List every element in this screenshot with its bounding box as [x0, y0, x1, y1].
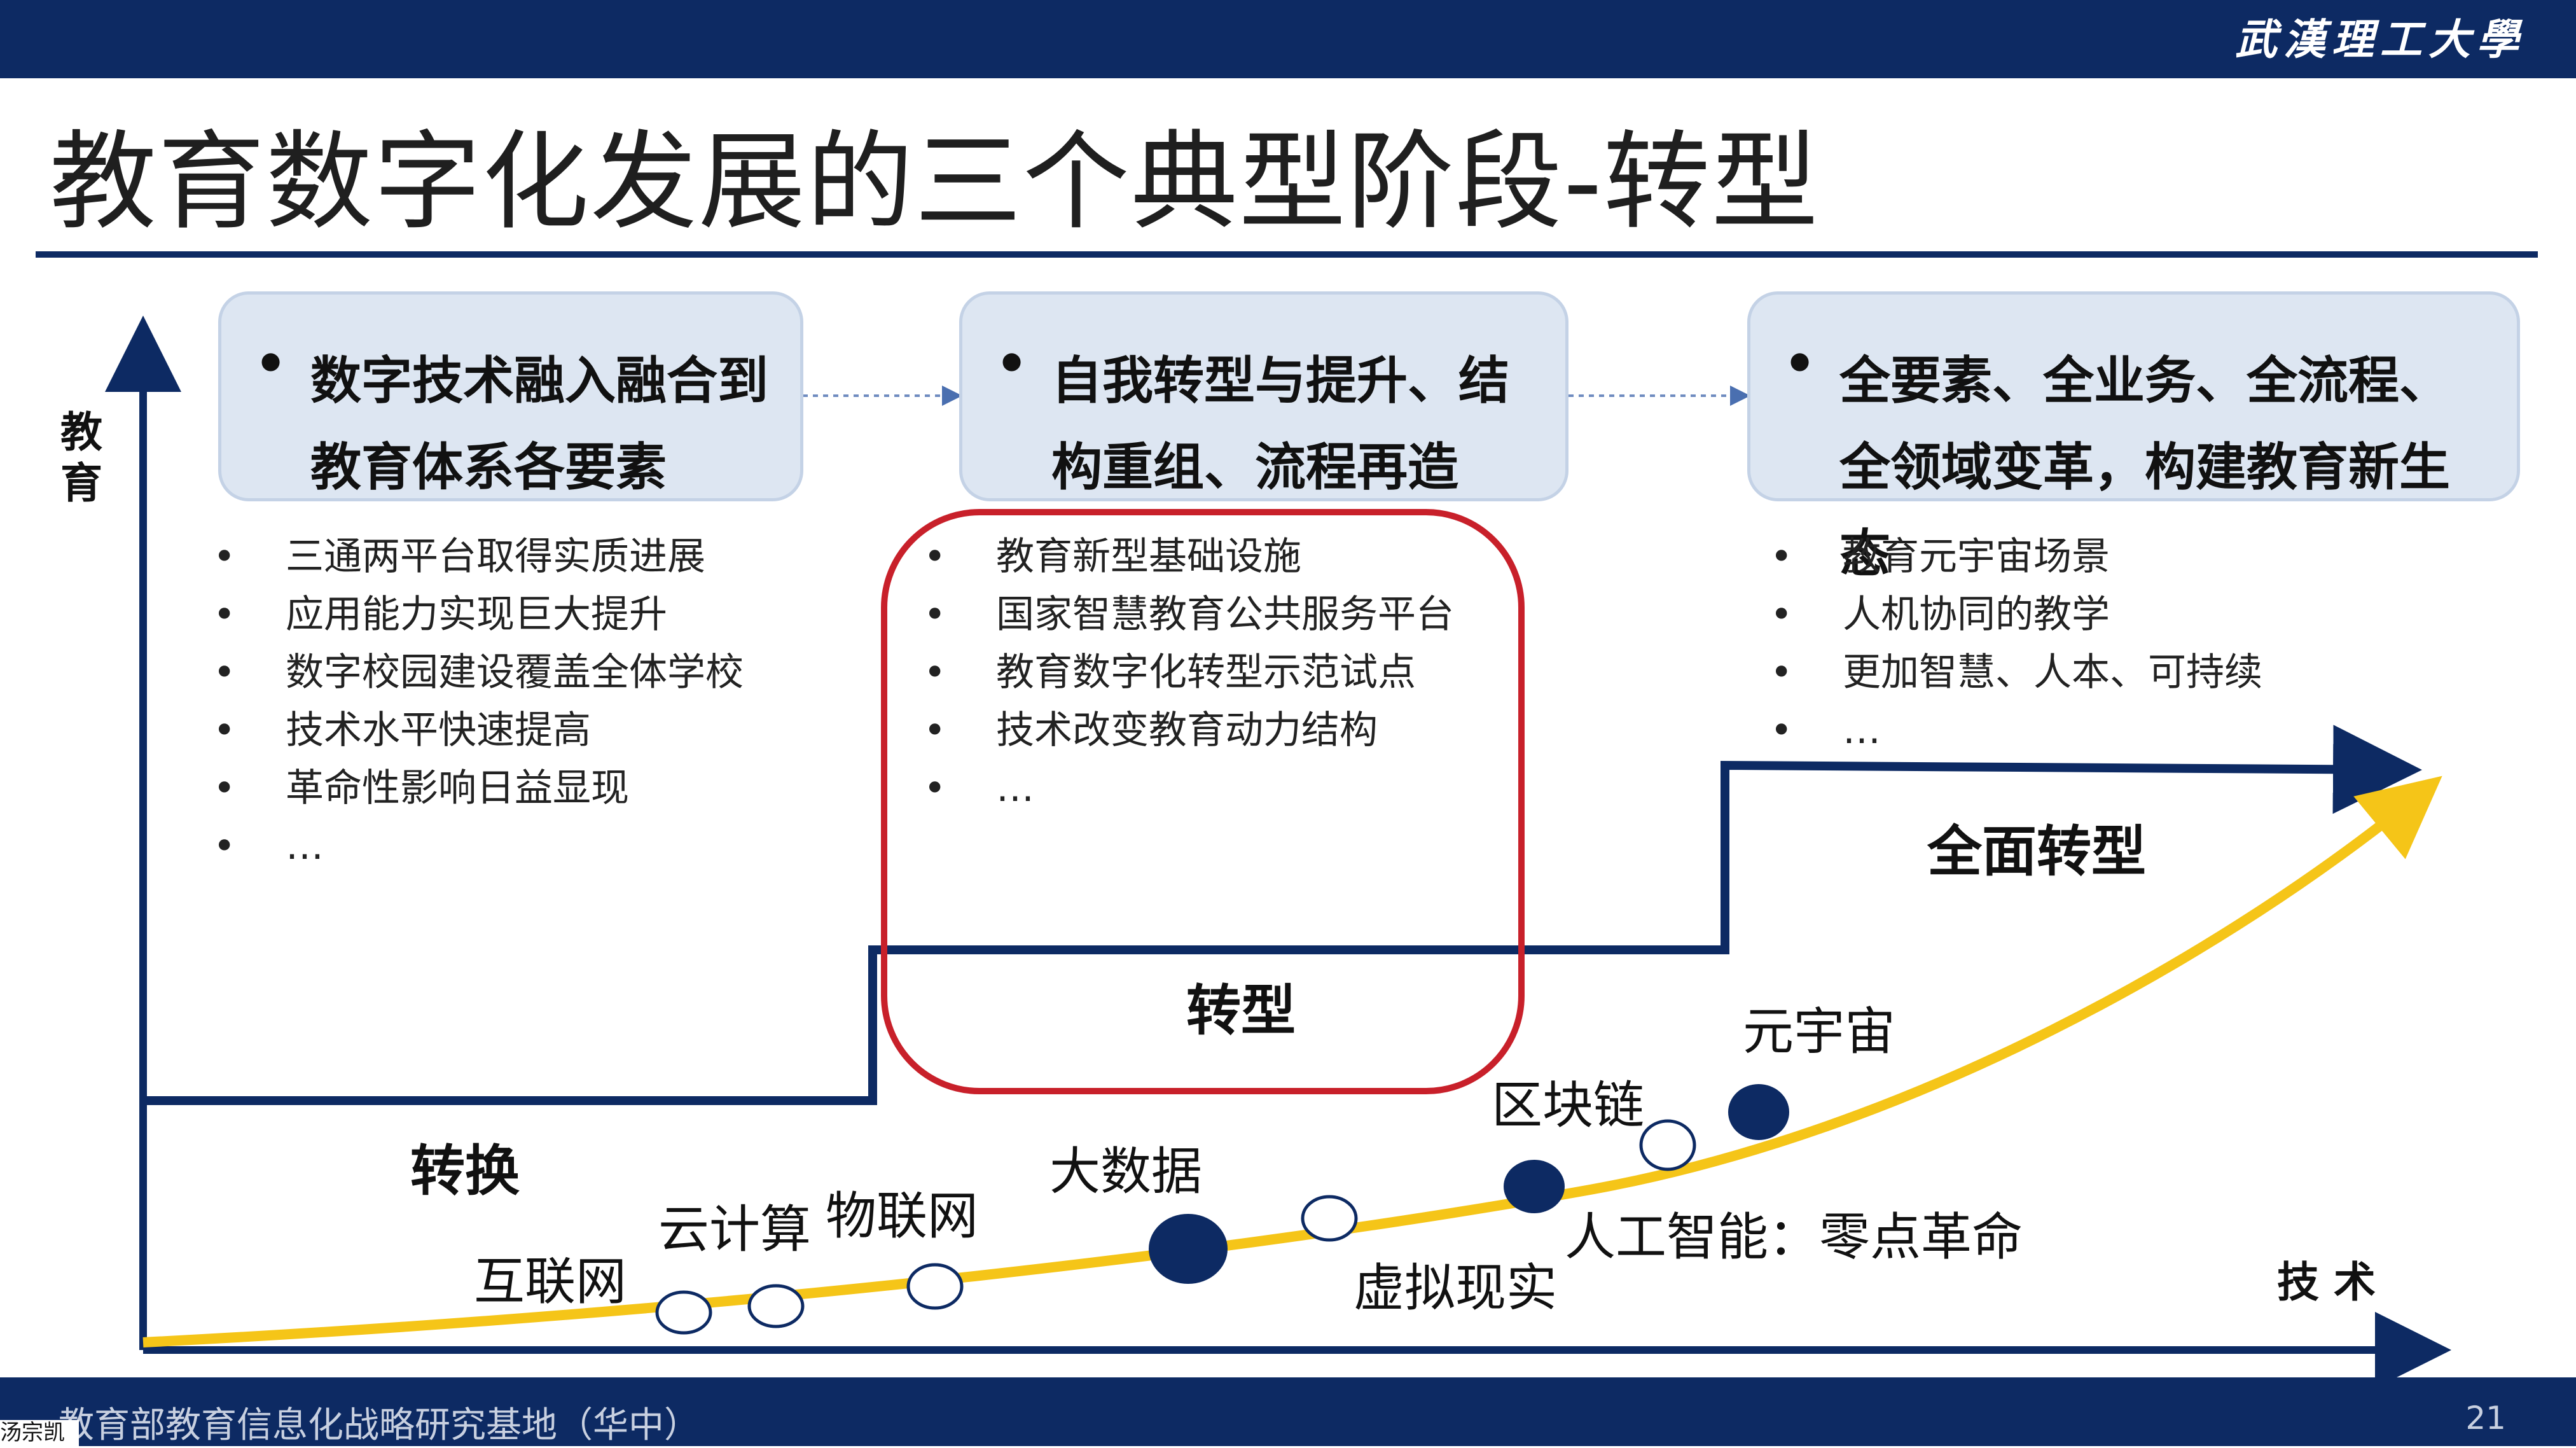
list-item-text: 人机协同的教学: [1843, 592, 2110, 637]
list-item-text: …: [996, 766, 1034, 811]
list-item: •应用能力实现巨大提升: [213, 592, 667, 637]
node-virtual-reality: [1301, 1195, 1358, 1242]
list-item-text: 革命性影响日益显现: [286, 766, 629, 811]
tech-label-cloud-computing: 云计算: [658, 1200, 811, 1259]
stage-step-line: [143, 725, 2422, 1105]
x-axis-label: 技 术: [2277, 1258, 2376, 1307]
node-blockchain: [1639, 1119, 1696, 1171]
page-number: 21: [2465, 1400, 2506, 1437]
stage-summary: 全要素、全业务、全流程、全领域变革，构建教育新生态: [1839, 351, 2450, 583]
node-internet: [655, 1290, 712, 1335]
tech-label-iot: 物联网: [826, 1187, 978, 1246]
list-item-text: 国家智慧教育公共服务平台: [996, 592, 1454, 637]
footer-bar: [0, 1377, 2576, 1446]
list-item: •人机协同的教学: [1770, 592, 2110, 637]
bullet: •: [1783, 334, 1817, 393]
tech-label-ai: 人工智能：零点革命: [1565, 1208, 2023, 1267]
list-item-text: 三通两平台取得实质进展: [286, 534, 705, 579]
tech-label-internet: 互联网: [474, 1252, 627, 1311]
node-metaverse: [1728, 1084, 1789, 1140]
list-item-text: 应用能力实现巨大提升: [286, 592, 667, 637]
stage-summary: 数字技术融入融合到教育体系各要素: [310, 351, 768, 497]
y-axis-label: 教育: [60, 408, 102, 508]
list-item: •教育数字化转型示范试点: [924, 650, 1416, 695]
stage-label-transformation: 转型: [1186, 979, 1296, 1043]
list-item: •三通两平台取得实质进展: [213, 534, 705, 579]
list-item-text: …: [1843, 708, 1881, 753]
list-item-text: …: [286, 824, 324, 868]
stage-list-full-transformation: •教育元宇宙场景 •人机协同的教学 •更加智慧、人本、可持续 •…: [1770, 528, 2262, 760]
stage-list-transformation: •教育新型基础设施 •国家智慧教育公共服务平台 •教育数字化转型示范试点 •技术…: [924, 528, 1454, 818]
node-big-data: [1149, 1214, 1228, 1284]
list-item: •…: [213, 824, 324, 868]
stage-label-conversion: 转换: [410, 1139, 520, 1203]
tech-label-virtual-reality: 虚拟现实: [1354, 1258, 1557, 1318]
list-item-text: 数字校园建设覆盖全体学校: [286, 650, 744, 695]
tech-label-blockchain: 区块链: [1492, 1076, 1644, 1135]
list-item: •技术改变教育动力结构: [924, 708, 1378, 753]
node-iot: [906, 1263, 964, 1310]
tech-label-big-data: 大数据: [1049, 1142, 1202, 1201]
list-item: •…: [1770, 708, 1881, 753]
list-item: •国家智慧教育公共服务平台: [924, 592, 1454, 637]
bullet: •: [995, 334, 1028, 393]
header-bar: 武漢理工大學: [0, 0, 2576, 78]
corner-stamp: 汤宗凯: [0, 1420, 79, 1446]
node-ai: [1504, 1160, 1565, 1213]
stage-summary: 自我转型与提升、结构重组、流程再造: [1051, 351, 1509, 497]
university-logo: 武漢理工大學: [2235, 15, 2525, 64]
stage-box-transformation: • 自我转型与提升、结构重组、流程再造: [959, 291, 1568, 501]
stage-box-full-transformation: • 全要素、全业务、全流程、全领域变革，构建教育新生态: [1747, 291, 2520, 583]
list-item-text: 技术水平快速提高: [286, 708, 591, 753]
bullet: •: [254, 334, 287, 393]
list-item: •更加智慧、人本、可持续: [1770, 650, 2262, 695]
title-divider: [36, 251, 2538, 258]
stage-label-full-transformation: 全面转型: [1927, 820, 2146, 884]
list-item: •数字校园建设覆盖全体学校: [213, 650, 744, 695]
stage-list-conversion: •三通两平台取得实质进展 •应用能力实现巨大提升 •数字校园建设覆盖全体学校 •…: [213, 528, 744, 875]
list-item: •教育元宇宙场景: [1770, 534, 2110, 579]
stage-box-conversion: • 数字技术融入融合到教育体系各要素: [218, 291, 803, 501]
list-item: •教育新型基础设施: [924, 534, 1301, 579]
list-item-text: 教育新型基础设施: [996, 534, 1301, 579]
tech-label-metaverse: 元宇宙: [1743, 1002, 1895, 1061]
list-item: •革命性影响日益显现: [213, 766, 629, 811]
node-cloud-computing: [747, 1284, 805, 1328]
list-item: •…: [924, 766, 1034, 811]
list-item-text: 教育元宇宙场景: [1843, 534, 2110, 579]
list-item-text: 更加智慧、人本、可持续: [1843, 650, 2262, 695]
footer-text: 教育部教育信息化战略研究基地（华中）: [59, 1405, 700, 1446]
list-item: •技术水平快速提高: [213, 708, 591, 753]
page-title: 教育数字化发展的三个典型阶段-转型: [50, 120, 1820, 244]
list-item-text: 技术改变教育动力结构: [996, 708, 1378, 753]
highlight-box: [881, 509, 1525, 1094]
list-item-text: 教育数字化转型示范试点: [996, 650, 1416, 695]
